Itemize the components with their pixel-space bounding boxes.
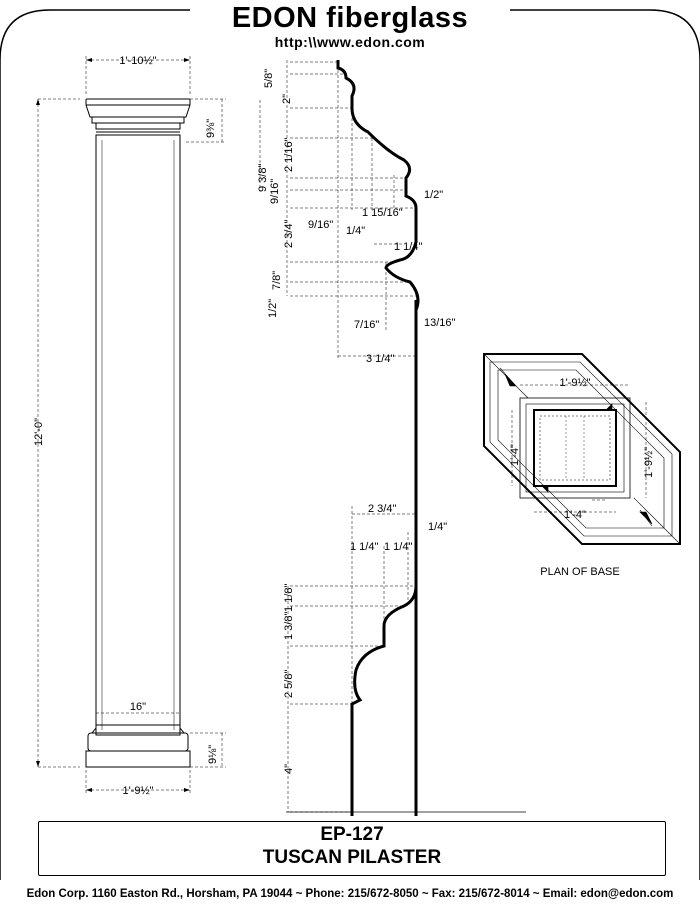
plan-inner-width-label: 1'-4" <box>564 509 586 521</box>
cap-dim-2: 2" <box>281 94 293 104</box>
plan-arrow-markers <box>499 367 653 527</box>
cap-dim-1-1-4: 1 1/4" <box>394 241 422 253</box>
model-number: EP-127 <box>320 824 384 845</box>
base-profile-outline <box>350 300 418 816</box>
footer-contact: Edon Corp. 1160 Easton Rd., Horsham, PA … <box>26 888 674 900</box>
cap-dim-9-3-8: 9 3/8" <box>257 164 269 192</box>
cap-dim-1-15-16: 1 15/16" <box>362 207 403 219</box>
shaft-width-label: 16" <box>130 701 146 713</box>
plan-inner-depth-label: 1'-4" <box>509 444 521 466</box>
website-url: http:\\www.edon.com <box>274 34 426 50</box>
cap-dim-1-2-a: 1/2" <box>424 189 443 201</box>
capital-profile-outline <box>336 60 420 816</box>
cap-dim-1-2-b: 1/2" <box>267 299 279 318</box>
cap-dim-5-8: 5/8" <box>263 69 275 88</box>
cap-dim-7-8: 7/8" <box>271 271 283 290</box>
total-height-label: 12'-0" <box>33 418 45 446</box>
base-height-label: 9⅛" <box>207 745 219 764</box>
base-dim-1-1-8: 1 1/8" <box>283 584 295 612</box>
cap-dim-9-16-b: 9/16" <box>308 219 333 231</box>
cap-dim-1-4: 1/4" <box>346 225 365 237</box>
product-name: TUSCAN PILASTER <box>262 847 442 868</box>
title-block: EP-127 TUSCAN PILASTER <box>38 821 666 876</box>
base-dim-1-3-8: 1 3/8" <box>283 612 295 640</box>
base-dim-1-1-4-b: 1 1/4" <box>384 541 412 553</box>
frame-corner-right <box>510 9 700 61</box>
frame-corner-left <box>0 9 190 61</box>
base-dim-2-5-8: 2 5/8" <box>283 670 295 698</box>
base-dim-1-4: 1/4" <box>428 521 447 533</box>
pilaster-elevation <box>85 98 191 768</box>
cap-dim-9-16-a: 9/16" <box>269 179 281 204</box>
base-dim-2-3-4: 2 3/4" <box>368 503 396 515</box>
capital-height-label: 9⅜" <box>205 119 217 138</box>
base-dim-1-1-4-a: 1 1/4" <box>350 541 378 553</box>
cap-dim-2-3-4: 2 3/4" <box>283 220 295 248</box>
base-profile-dimension-lines <box>287 506 416 813</box>
elevation-dimension-lines <box>37 56 226 794</box>
brand-title: EDON fiberglass <box>231 2 469 34</box>
capital-profile-dimension-lines <box>259 60 416 360</box>
plan-outer-depth-label: 1'-9½" <box>643 447 655 478</box>
plan-caption: PLAN OF BASE <box>540 566 619 578</box>
base-dim-4: 4" <box>283 764 295 774</box>
elevation-arrowheads <box>36 58 190 792</box>
cap-dim-13-16: 13/16" <box>424 317 456 329</box>
plan-outer-width-label: 1'-9½" <box>559 377 590 389</box>
cap-dim-3-1-4: 3 1/4" <box>366 353 394 365</box>
cap-dim-7-16: 7/16" <box>354 319 379 331</box>
plan-dimension-lines <box>511 384 647 513</box>
capital-width-label: 1'-10½" <box>119 55 156 67</box>
base-width-label: 1'-9½" <box>122 785 153 797</box>
cap-dim-2-1-16: 2 1/16" <box>283 137 295 172</box>
